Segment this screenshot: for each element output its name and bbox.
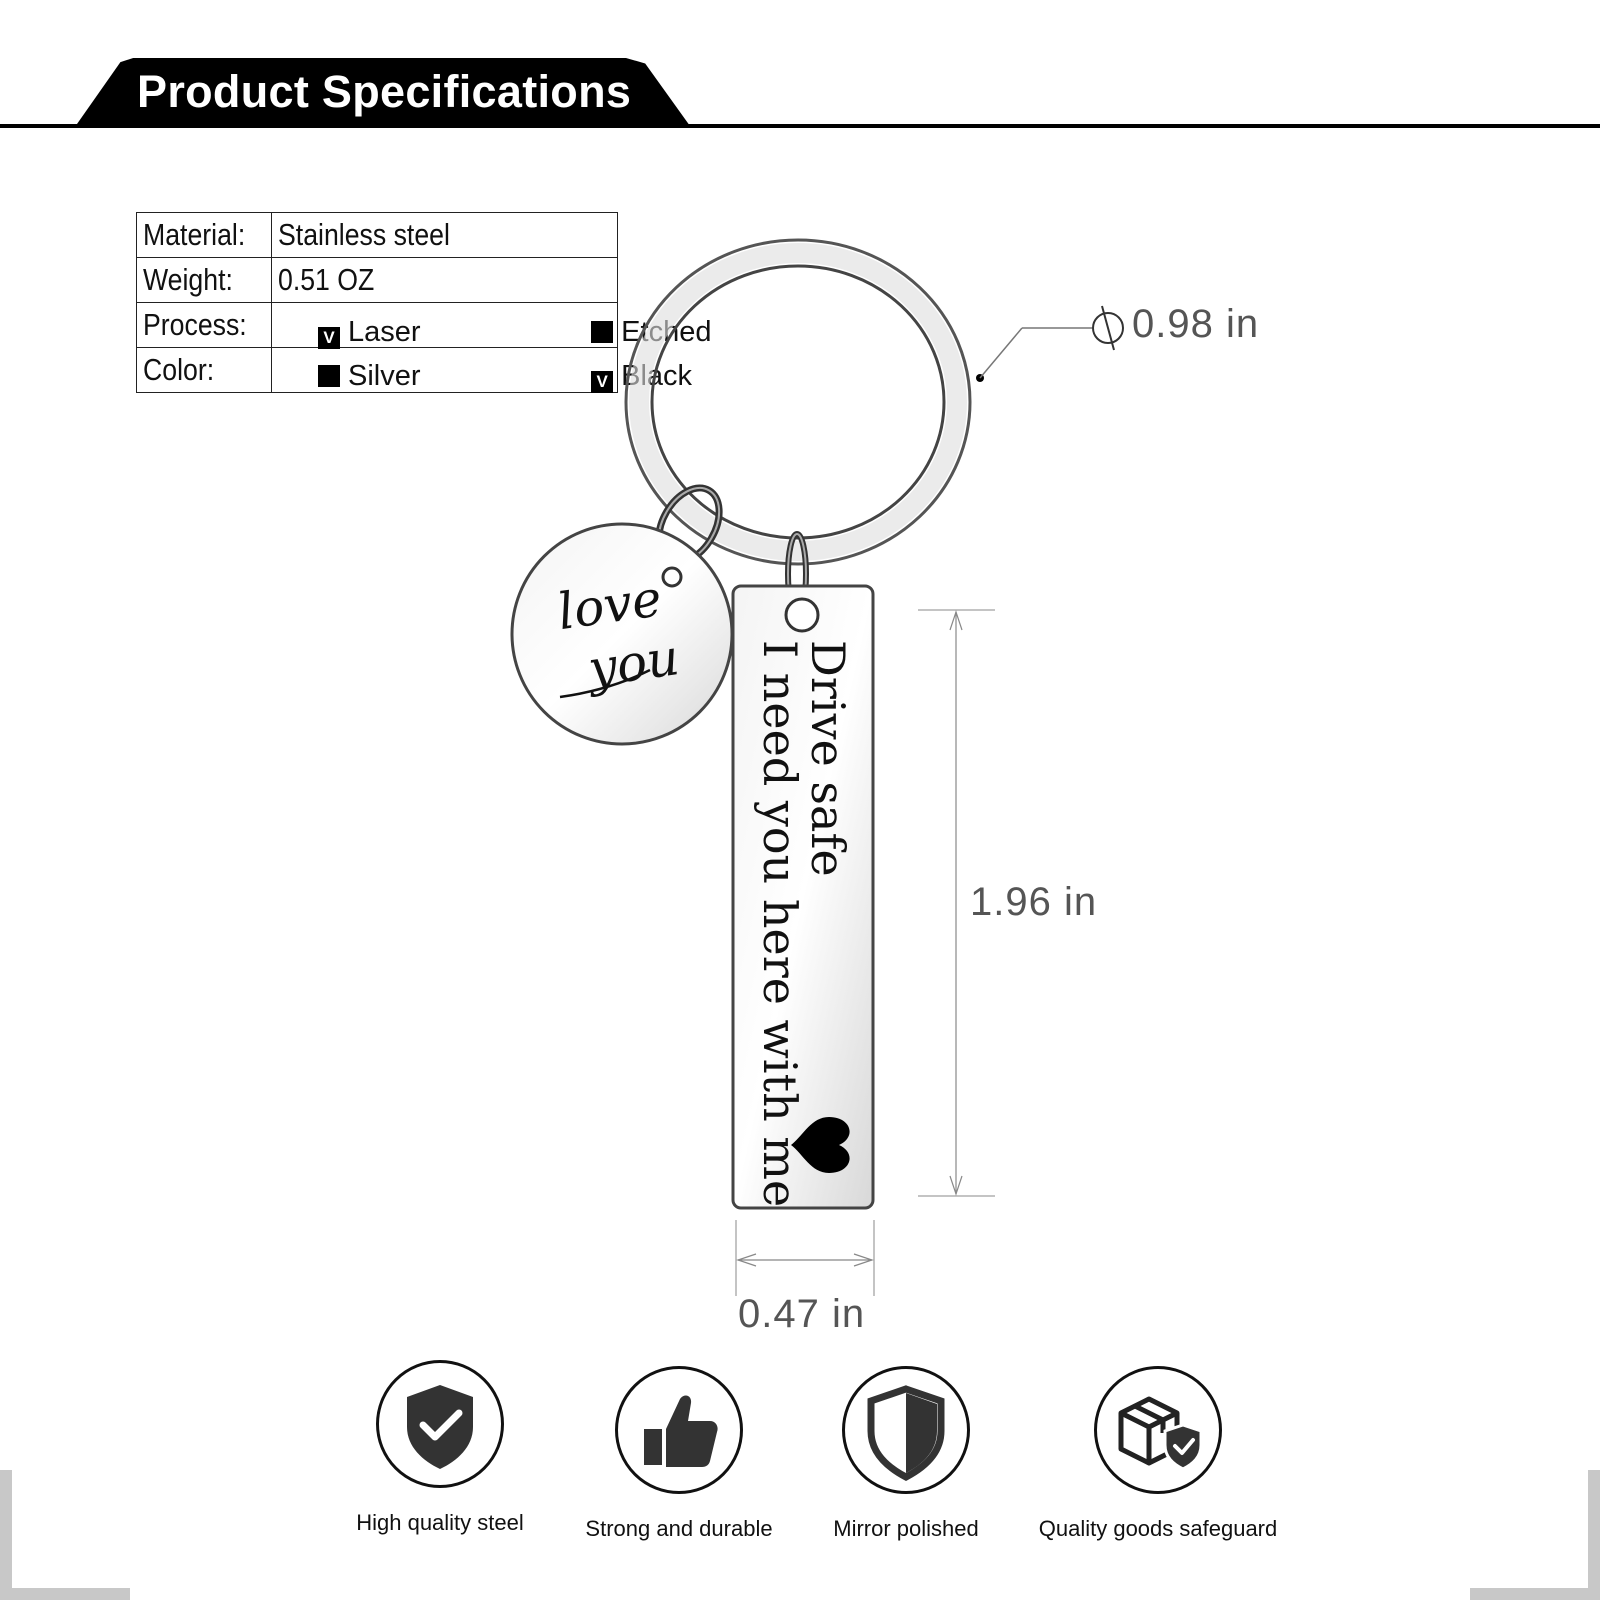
bar-tag: Drive safe I need you here with me bbox=[731, 584, 875, 1210]
ring-diameter-label: 0.98 in bbox=[1132, 302, 1260, 346]
corner-bar-right bbox=[1588, 1470, 1600, 1600]
spec-value-material: Stainless steel bbox=[278, 217, 450, 252]
spec-row-material: Material: Stainless steel bbox=[136, 212, 618, 258]
spec-label-color: Color: bbox=[143, 352, 215, 387]
height-dimension-line bbox=[918, 609, 995, 1197]
corner-bar-bottom-right bbox=[1470, 1588, 1600, 1600]
spec-value-weight: 0.51 OZ bbox=[278, 262, 375, 297]
width-dimension-line bbox=[735, 1220, 875, 1296]
color-option-silver: Silver bbox=[318, 360, 421, 393]
svg-text:you: you bbox=[583, 628, 683, 698]
feature-circle bbox=[842, 1366, 970, 1494]
bar-engraving-line2: I need you here with me bbox=[753, 640, 807, 1207]
half-shield-icon bbox=[867, 1385, 945, 1481]
corner-bar-bottom-left bbox=[0, 1588, 130, 1600]
thumbs-up-icon bbox=[644, 1395, 718, 1467]
feature-label: Mirror polished bbox=[833, 1516, 979, 1541]
feature-quality-safeguard: Quality goods safeguard bbox=[1023, 1366, 1293, 1542]
corner-bar-left bbox=[0, 1470, 12, 1600]
header-banner bbox=[75, 58, 690, 126]
spec-label-material: Material: bbox=[143, 217, 246, 252]
package-shield-icon bbox=[1118, 1396, 1203, 1471]
bar-width-label: 0.47 in bbox=[738, 1292, 866, 1336]
feature-label: Quality goods safeguard bbox=[1038, 1516, 1278, 1541]
bar-height-label: 1.96 in bbox=[970, 880, 1098, 924]
feature-strong-durable: Strong and durable bbox=[544, 1366, 814, 1542]
feature-label: Strong and durable bbox=[585, 1516, 773, 1541]
checkbox-filled-icon bbox=[591, 321, 614, 343]
bar-engraving-line1: Drive safe bbox=[801, 640, 855, 877]
checkbox-checked-icon: V bbox=[591, 371, 614, 393]
checkbox-checked-icon: V bbox=[318, 327, 340, 349]
svg-text:love: love bbox=[554, 569, 665, 641]
feature-circle bbox=[615, 1366, 743, 1494]
feature-label: High quality steel bbox=[356, 1510, 524, 1535]
feature-circle bbox=[376, 1360, 504, 1488]
checkbox-filled-icon bbox=[318, 365, 340, 387]
spec-label-process: Process: bbox=[143, 307, 247, 342]
feature-circle bbox=[1094, 1366, 1222, 1494]
spec-row-weight: Weight: 0.51 OZ bbox=[136, 257, 618, 303]
ring-diameter-leader bbox=[976, 305, 1124, 382]
heart-icon bbox=[791, 1117, 850, 1173]
feature-high-quality-steel: High quality steel bbox=[305, 1360, 575, 1536]
page-title: Product Specifications bbox=[137, 66, 632, 117]
spec-label-weight: Weight: bbox=[143, 262, 233, 297]
feature-mirror-polished: Mirror polished bbox=[771, 1366, 1041, 1542]
shield-check-icon bbox=[407, 1385, 473, 1469]
spec-table: Material: Stainless steel Weight: 0.51 O… bbox=[136, 212, 711, 393]
key-ring bbox=[624, 238, 972, 566]
header-rule bbox=[0, 124, 1600, 128]
round-charm: love you bbox=[510, 522, 734, 746]
